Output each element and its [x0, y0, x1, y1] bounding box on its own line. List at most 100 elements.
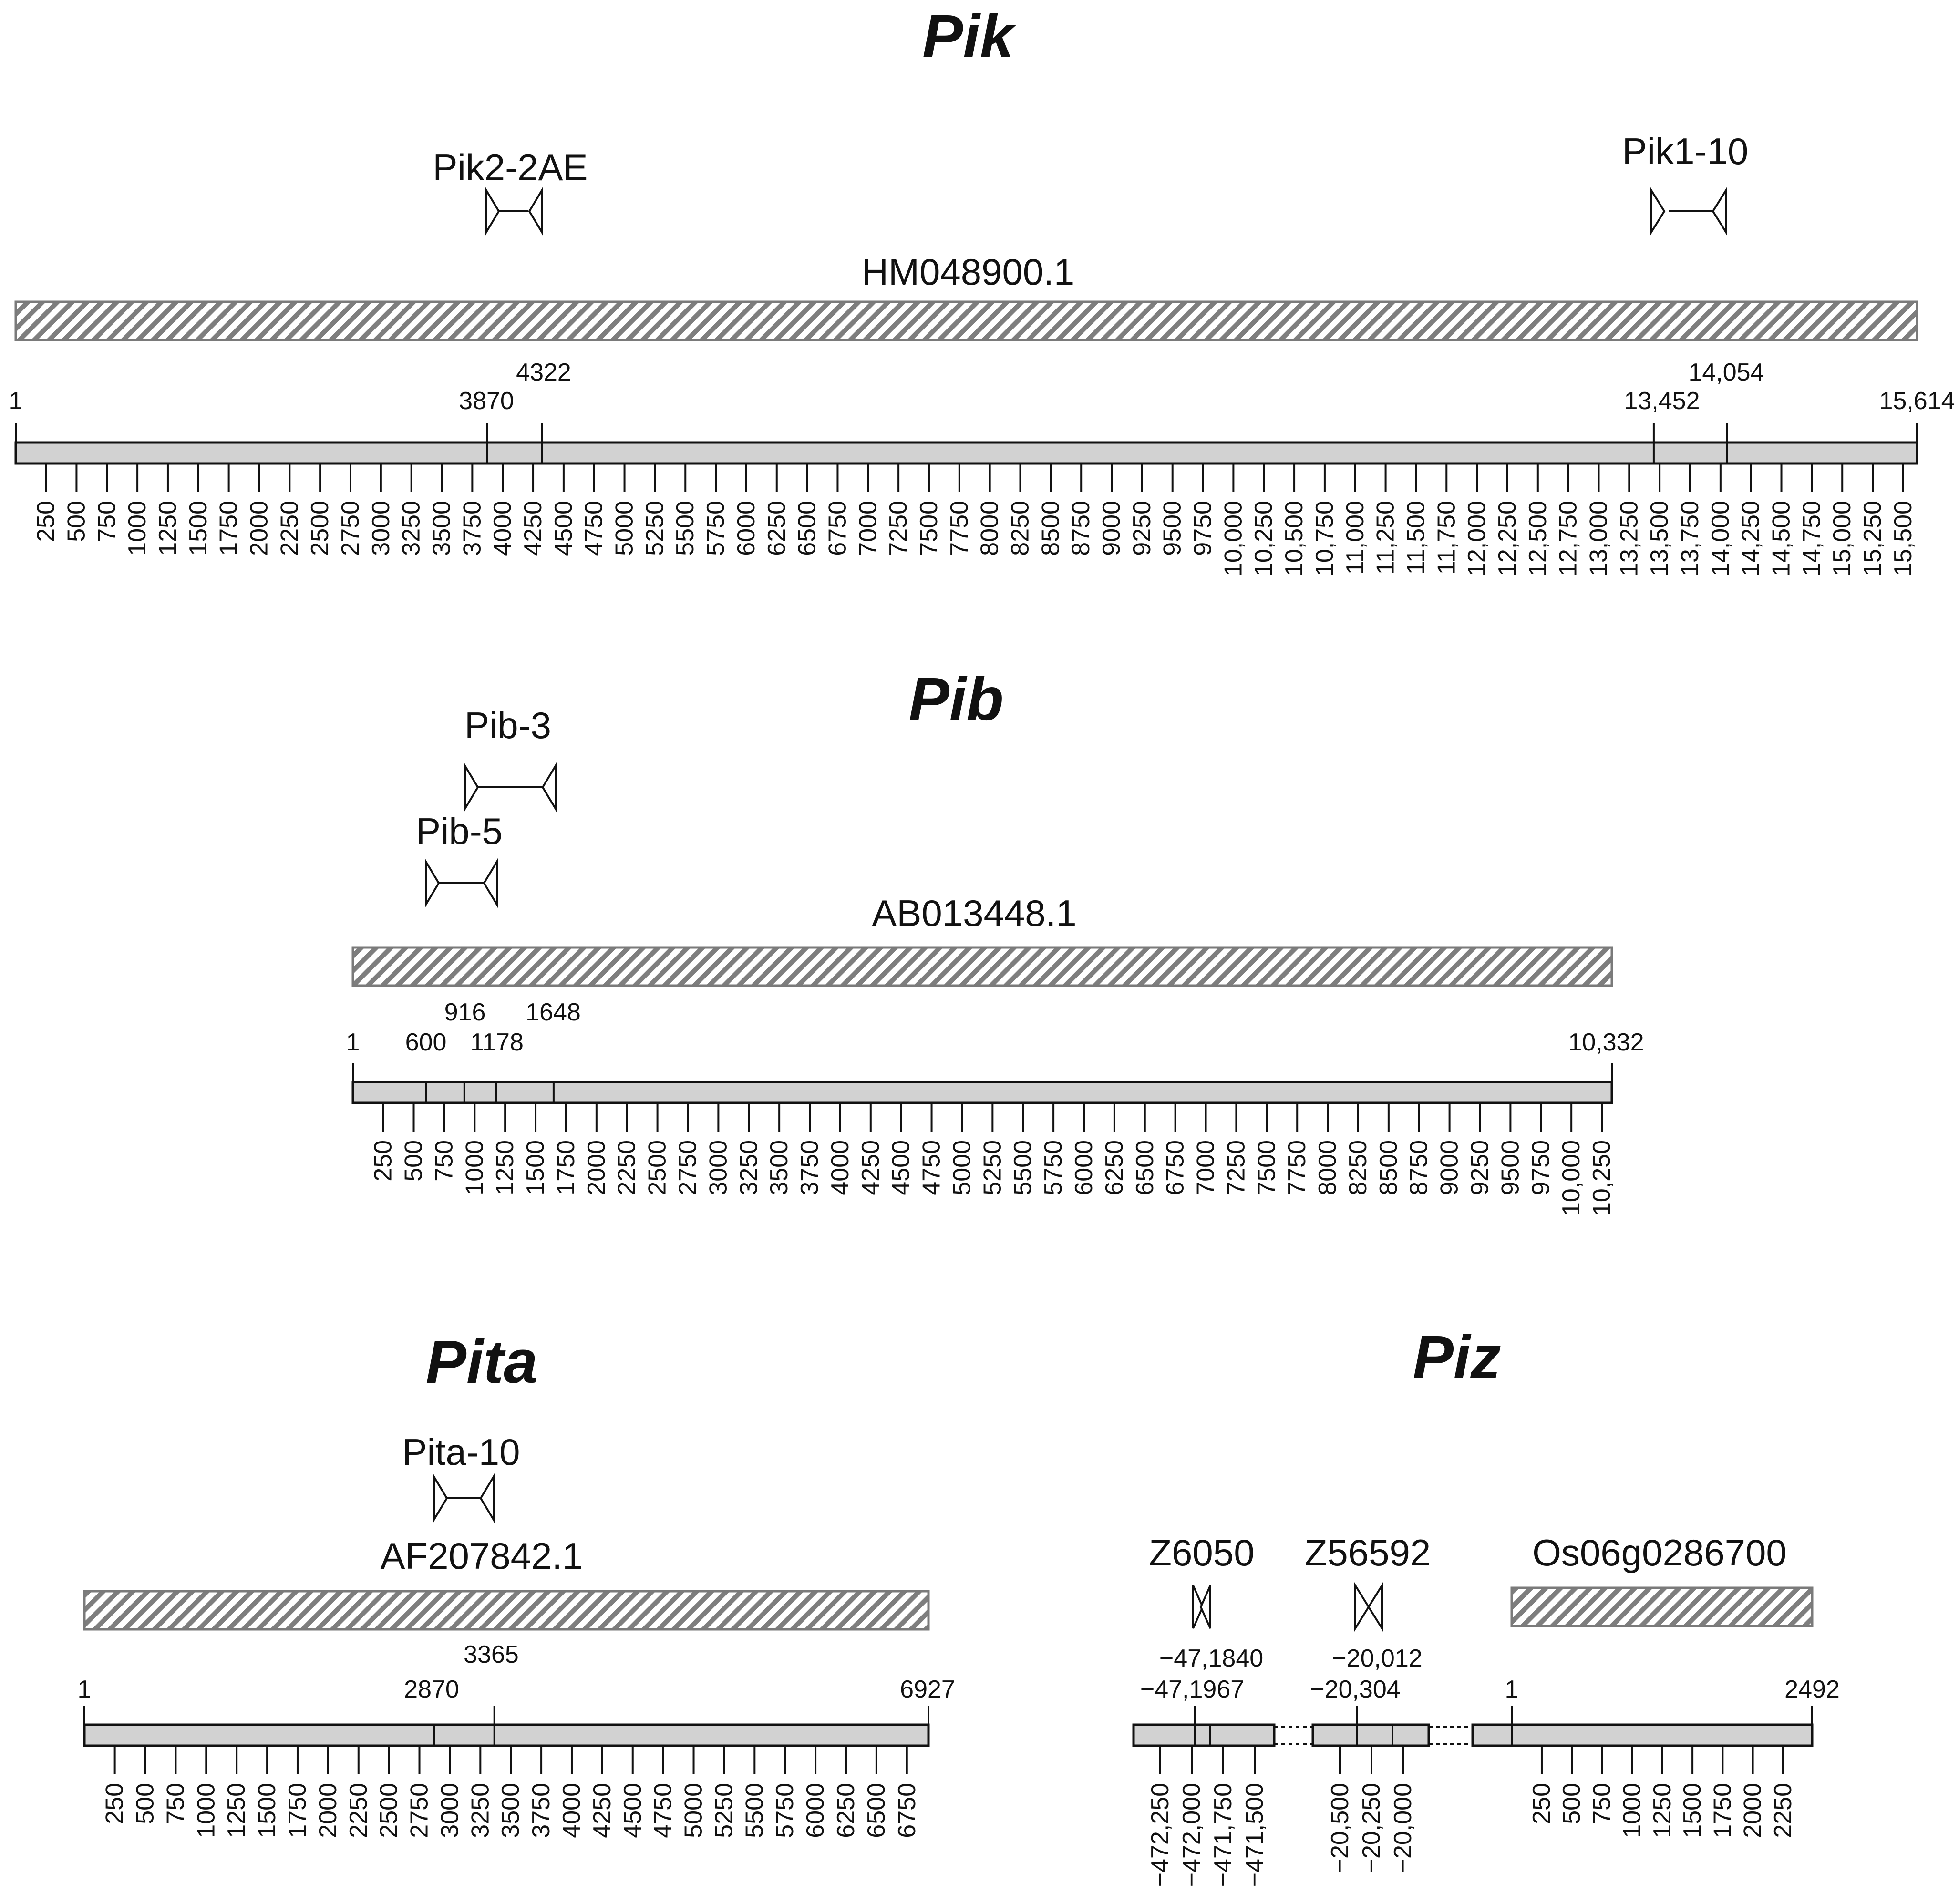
z56592-start-label: −20,304: [1310, 1676, 1400, 1703]
pik-tick-label: 3250: [398, 501, 425, 556]
pik-sequence-bar: [14, 300, 1918, 341]
pita-start-label: 1: [78, 1676, 92, 1703]
pik-tick-label: 7500: [915, 501, 943, 556]
pib-tick-label: 7750: [1283, 1140, 1311, 1195]
pita-tick-label: 4000: [558, 1783, 586, 1838]
pita-tick-label: 3000: [436, 1783, 464, 1838]
pik-tick-label: 14,500: [1768, 501, 1795, 576]
pik-tick-label: 7250: [885, 501, 912, 556]
pib-scale-bar: [351, 1081, 1613, 1104]
pib-tick-label: 2000: [583, 1140, 610, 1195]
pib-tick-label: 10,250: [1588, 1140, 1616, 1216]
pik-tick-label: 9500: [1159, 501, 1186, 556]
pita-tick-label: 5500: [741, 1783, 768, 1838]
pita-tick-label: 1750: [284, 1783, 311, 1838]
piz-title: Piz: [1413, 1323, 1501, 1391]
pib-tick-label: 250: [370, 1140, 397, 1182]
pik-tick-label: 500: [62, 501, 90, 542]
pib-tick-label: 5750: [1040, 1140, 1067, 1195]
pita-tick-label: 2500: [375, 1783, 403, 1838]
pik-scale-bar: [14, 441, 1918, 465]
pik-tick-label: 15,000: [1828, 501, 1856, 576]
piz-position-dividers: [1194, 1706, 1813, 1746]
pik-tick-label: 11,000: [1341, 501, 1369, 575]
pik-tick-label: 13,500: [1646, 501, 1673, 576]
pik-tick-label: 6750: [824, 501, 851, 556]
pib-tick-label: 5500: [1009, 1140, 1037, 1195]
pita-tick-label: 500: [132, 1783, 159, 1824]
pib-end-label: 10,332: [1568, 1029, 1644, 1056]
pik-position-dividers: [15, 423, 1918, 463]
z56592-tick-label: −20,000: [1389, 1783, 1417, 1873]
pib-tick-label: 7500: [1253, 1140, 1280, 1195]
pita-tick-label: 1250: [223, 1783, 250, 1838]
pik-tick-label: 8250: [1006, 501, 1034, 556]
pik-tick-label: 11,250: [1372, 501, 1400, 575]
pita-tick-label: 4750: [650, 1783, 677, 1838]
pib-tick-label: 3250: [735, 1140, 763, 1195]
pib-tick-label: 6250: [1101, 1140, 1128, 1195]
os06g0286700-tick-label: 2250: [1769, 1783, 1797, 1838]
pita-10-marker-label: Pita-10: [402, 1431, 520, 1473]
os06g0286700-tick-label: 1250: [1649, 1783, 1676, 1838]
os06g0286700-tick-label: 1500: [1679, 1783, 1706, 1838]
pik2-2ae-end-label: 4322: [516, 359, 571, 386]
pita-sequence-bar: [83, 1590, 930, 1631]
pib-tick-label: 8250: [1344, 1140, 1372, 1195]
os06g0286700-tick-label: 750: [1588, 1783, 1616, 1824]
pik2-2ae-primer-icon: [485, 186, 543, 237]
pik-tick-label: 12,250: [1494, 501, 1521, 576]
pib-tick-label: 5250: [979, 1140, 1006, 1195]
pik-tick-label: 10,000: [1219, 501, 1247, 576]
z6050-tick-label: −471,750: [1209, 1783, 1237, 1887]
pib-tick-label: 750: [430, 1140, 458, 1182]
pik-tick-label: 4500: [550, 501, 577, 556]
z56592-marker-label: Z56592: [1305, 1532, 1431, 1574]
pib-3-marker-label: Pib-3: [464, 704, 551, 746]
pita-title: Pita: [426, 1328, 538, 1396]
pita-tick-label: 6000: [802, 1783, 829, 1838]
pib-tick-label: 1500: [522, 1140, 549, 1195]
pib-tick-label: 1750: [552, 1140, 580, 1195]
pib-position-dividers: [352, 1063, 1613, 1103]
z6050-primer-icon: [1192, 1585, 1211, 1629]
pib-start-label: 1: [346, 1029, 360, 1056]
pib-sequence-bar: [351, 946, 1613, 987]
pib-3-start-label: 916: [444, 998, 486, 1026]
pib-tick-label: 8500: [1375, 1140, 1402, 1195]
pib-tick-label: 3000: [704, 1140, 732, 1195]
pib-tick-label: 6500: [1131, 1140, 1159, 1195]
pib-tick-label: 9000: [1436, 1140, 1464, 1195]
pik-tick-label: 3750: [458, 501, 486, 556]
pik1-10-primer-icon: [1650, 186, 1727, 236]
pib-tick-label: 3750: [796, 1140, 824, 1195]
pita-tick-label: 250: [101, 1783, 129, 1824]
pita-tick-label: 6250: [832, 1783, 860, 1838]
pita-tick-label: 4500: [619, 1783, 647, 1838]
pita-tick-label: 2750: [406, 1783, 433, 1838]
pita-tick-label: 6750: [893, 1783, 921, 1838]
pib-title: Pib: [908, 665, 1003, 733]
pik-tick-label: 14,000: [1707, 501, 1734, 576]
z56592-tick-label: −20,500: [1326, 1783, 1354, 1873]
pik-tick-label: 13,250: [1615, 501, 1643, 576]
pik-tick-label: 8000: [976, 501, 1004, 556]
pita-tick-label: 6500: [863, 1783, 890, 1838]
pib-tick-label: 8750: [1405, 1140, 1433, 1195]
pita-accession-label: AF207842.1: [380, 1535, 583, 1577]
pik-tick-label: 10,750: [1311, 501, 1339, 576]
pik-tick-label: 750: [93, 501, 121, 542]
pita-tick-label: 2250: [345, 1783, 372, 1838]
pik-tick-label: 7000: [854, 501, 882, 556]
pik-tick-label: 11,500: [1402, 501, 1430, 575]
os06g0286700-gene-label: Os06g0286700: [1532, 1532, 1786, 1574]
pik-tick-label: 12,000: [1463, 501, 1491, 576]
pib-tick-label: 500: [400, 1140, 428, 1182]
piz-panel: Piz Z6050 Z56592 Os06g0286700 −47,1840 −…: [1132, 1323, 1840, 1887]
pik2-2ae-marker-label: Pik2-2AE: [433, 146, 588, 188]
pib-tick-label: 2250: [613, 1140, 641, 1195]
pik-tick-label: 6250: [763, 501, 791, 556]
pib-3-primer-icon: [464, 762, 557, 813]
